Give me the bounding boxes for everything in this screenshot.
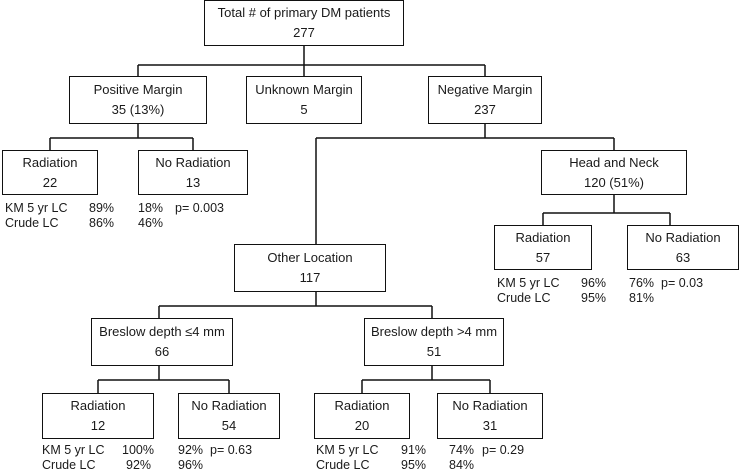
node-hn-rad-label: Radiation <box>515 229 571 245</box>
node-le4-no-radiation: No Radiation 54 <box>178 393 280 439</box>
node-unknown-label: Unknown Margin <box>255 82 353 97</box>
stat-km-norad: 92% <box>178 443 204 457</box>
stat-crude-norad: 81% <box>629 291 655 305</box>
node-positive-label: Positive Margin <box>93 82 183 97</box>
node-le4-norad-label: No Radiation <box>191 398 267 413</box>
node-positive-no-radiation: No Radiation 13 <box>138 150 248 195</box>
stat-crude-norad: 84% <box>449 458 475 472</box>
node-head-and-neck: Head and Neck 120 (51%) <box>541 150 687 195</box>
stat-crude-norad: 46% <box>138 216 164 230</box>
node-le4-label: Breslow depth ≤4 mm <box>99 324 225 339</box>
node-le4-radiation: Radiation 12 <box>42 393 154 439</box>
stat-km-norad: 18% <box>138 201 164 215</box>
node-hn-norad-value: 63 <box>675 249 691 265</box>
node-gt4-norad-label: No Radiation <box>452 398 528 413</box>
node-le4-norad-value: 54 <box>221 418 237 433</box>
node-gt4-label: Breslow depth >4 mm <box>370 324 498 339</box>
stat-crude-label: Crude LC <box>42 458 96 472</box>
node-pos-rad-value: 22 <box>42 174 58 190</box>
node-pos-norad-value: 13 <box>185 174 201 190</box>
node-le4-rad-value: 12 <box>90 418 106 433</box>
node-breslow-gt4: Breslow depth >4 mm 51 <box>364 318 504 366</box>
stat-crude-label: Crude LC <box>5 216 59 230</box>
node-negative-label: Negative Margin <box>437 82 533 97</box>
stat-km-norad: 76% <box>629 276 655 290</box>
stat-crude-norad: 96% <box>178 458 204 472</box>
node-gt4-radiation: Radiation 20 <box>314 393 410 439</box>
node-negative-margin: Negative Margin 237 <box>428 76 542 124</box>
stat-km-label: KM 5 yr LC <box>497 276 560 290</box>
node-hn-rad-value: 57 <box>535 249 551 265</box>
stat-p-value: p= 0.63 <box>210 443 253 457</box>
node-gt4-rad-value: 20 <box>354 418 370 433</box>
stat-p-value: p= 0.03 <box>661 276 704 290</box>
stat-p-value: p= 0.003 <box>175 201 225 215</box>
stat-crude-label: Crude LC <box>316 458 370 472</box>
node-gt4-rad-label: Radiation <box>334 398 390 413</box>
stat-km-rad: 100% <box>122 443 154 457</box>
node-total-value: 277 <box>293 25 315 40</box>
stat-crude-rad: 86% <box>89 216 115 230</box>
node-hn-radiation: Radiation 57 <box>494 225 592 270</box>
stat-km-label: KM 5 yr LC <box>316 443 379 457</box>
node-positive-margin: Positive Margin 35 (13%) <box>69 76 207 124</box>
node-le4-value: 66 <box>154 344 170 359</box>
node-gt4-no-radiation: No Radiation 31 <box>437 393 543 439</box>
stats-positive-margin: KM 5 yr LC 89% 18% p= 0.003 Crude LC 86%… <box>5 201 305 233</box>
node-breslow-le4: Breslow depth ≤4 mm 66 <box>91 318 233 366</box>
node-negative-value: 237 <box>474 102 496 117</box>
stat-crude-rad: 95% <box>401 458 427 472</box>
stat-p-value: p= 0.29 <box>482 443 525 457</box>
stats-breslow-gt4: KM 5 yr LC 91% 74% p= 0.29 Crude LC 95% … <box>316 443 556 473</box>
stat-crude-rad: 92% <box>126 458 152 472</box>
node-positive-radiation: Radiation 22 <box>2 150 98 195</box>
stat-km-rad: 96% <box>581 276 607 290</box>
node-unknown-value: 5 <box>300 102 308 117</box>
stat-km-label: KM 5 yr LC <box>5 201 68 215</box>
stat-km-label: KM 5 yr LC <box>42 443 105 457</box>
node-positive-value: 35 (13%) <box>111 102 165 117</box>
node-gt4-value: 51 <box>426 344 442 359</box>
stat-km-rad: 89% <box>89 201 115 215</box>
node-hn-value: 120 (51%) <box>584 174 644 190</box>
node-unknown-margin: Unknown Margin 5 <box>246 76 362 124</box>
node-other-label: Other Location <box>267 250 353 265</box>
node-total: Total # of primary DM patients 277 <box>204 0 404 46</box>
stat-km-norad: 74% <box>449 443 475 457</box>
node-other-location: Other Location 117 <box>234 244 386 292</box>
node-hn-no-radiation: No Radiation 63 <box>627 225 739 270</box>
node-total-label: Total # of primary DM patients <box>217 5 391 20</box>
stat-crude-rad: 95% <box>581 291 607 305</box>
stats-head-and-neck: KM 5 yr LC 96% 76% p= 0.03 Crude LC 95% … <box>497 276 737 308</box>
stat-crude-label: Crude LC <box>497 291 551 305</box>
node-pos-rad-label: Radiation <box>22 154 78 170</box>
node-hn-label: Head and Neck <box>569 154 659 170</box>
stats-breslow-le4: KM 5 yr LC 100% 92% p= 0.63 Crude LC 92%… <box>42 443 302 473</box>
node-pos-norad-label: No Radiation <box>155 154 231 170</box>
node-le4-rad-label: Radiation <box>70 398 126 413</box>
node-gt4-norad-value: 31 <box>482 418 498 433</box>
stat-km-rad: 91% <box>401 443 427 457</box>
node-hn-norad-label: No Radiation <box>645 229 721 245</box>
node-other-value: 117 <box>299 270 321 285</box>
